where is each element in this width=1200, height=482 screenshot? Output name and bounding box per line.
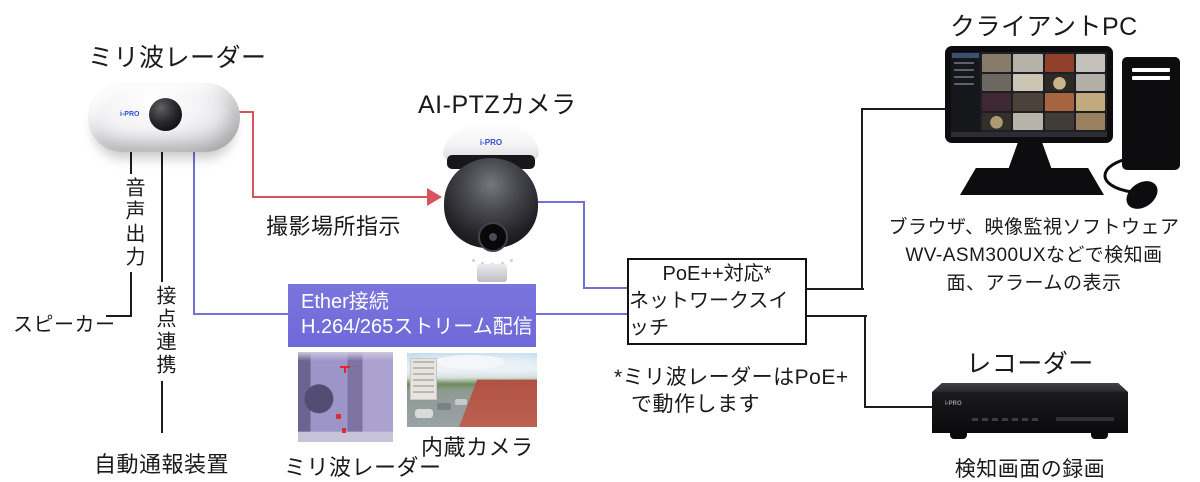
connector-switch-pc-line	[861, 109, 863, 290]
speaker-label: スピーカー	[13, 314, 116, 336]
monitor-grid	[982, 54, 1105, 130]
connector-switch-recorder-line	[806, 315, 867, 317]
monitor-stand	[1008, 143, 1052, 168]
radar-detection-marker-icon	[342, 428, 346, 433]
switch-footnote-line1: *ミリ波レーダーはPoE+	[614, 366, 849, 389]
instruction-label: 撮影場所指示	[266, 214, 402, 239]
connector-switch-pc-line	[861, 108, 950, 110]
radar-lens-icon	[149, 98, 182, 131]
switch-footnote-line2: で動作します	[631, 393, 760, 416]
builtin-camera-thumbnail	[407, 353, 537, 427]
pc-caption-line2: WV-ASM300UXなどで検知画	[905, 245, 1163, 266]
camera-thumbnail-cell	[982, 73, 1012, 91]
connector-switch-recorder-line	[864, 315, 866, 408]
camera-thumbnail-cell	[1075, 73, 1105, 91]
camera-thumbnail-cell	[1044, 54, 1074, 72]
recorder-foot	[1091, 431, 1108, 439]
connector-audio-line	[130, 150, 132, 174]
camera-thumbnail-cell	[1013, 112, 1043, 130]
connector-instruction-line	[238, 111, 254, 113]
vms-statusbar	[951, 132, 1107, 137]
contact-link-label: 接点連携	[153, 285, 175, 377]
camera-lens-icon	[478, 222, 508, 252]
connector-audio-line	[130, 272, 132, 317]
recorder-device-image: i-PRO	[932, 383, 1128, 433]
connector-radar-ethernet-line	[193, 150, 195, 315]
connector-switch-recorder-line	[864, 406, 935, 408]
connector-contact-line	[161, 150, 163, 282]
tower-drive-slot	[1132, 68, 1170, 72]
pc-tower	[1122, 57, 1180, 170]
auto-report-label: 自動通報装置	[94, 452, 230, 477]
vms-sidebar	[951, 52, 980, 137]
car-shape	[437, 403, 451, 410]
camera-thumbnail-cell	[1013, 93, 1043, 111]
camera-thumbnail-cell	[982, 54, 1012, 72]
recorder-vent	[1056, 417, 1114, 421]
radar-device-image: i-PRO	[88, 83, 240, 152]
switch-box-line1: PoE++対応*	[662, 263, 772, 285]
arrow-head-icon	[427, 188, 442, 206]
camera-thumbnail-label: 内蔵カメラ	[421, 435, 534, 460]
monitor-base	[960, 168, 1104, 195]
camera-thumbnail-cell	[1044, 112, 1074, 130]
camera-thumbnail-cell	[1044, 93, 1074, 111]
camera-thumbnail-cell	[1013, 54, 1043, 72]
switch-box-line2: ネットワークスイッチ	[629, 290, 789, 339]
monitor-screen	[951, 52, 1107, 137]
ipro-logo: i-PRO	[120, 111, 140, 118]
network-switch-box: PoE++対応* ネットワークスイッチ	[627, 258, 807, 345]
cloud-shape	[435, 355, 505, 369]
recorder-caption: 検知画面の録画	[954, 458, 1106, 481]
client-pc-caption: ブラウザ、映像監視ソフトウェア WV-ASM300UXなどで検知画 面、アラーム…	[868, 214, 1200, 298]
ether-stream-box: Ether接続 H.264/265ストリーム配信	[288, 284, 536, 347]
radar-view-thumbnail	[298, 352, 393, 442]
camera-thumbnail-cell	[1075, 54, 1105, 72]
pc-caption-line1: ブラウザ、映像監視ソフトウェア	[888, 217, 1180, 238]
camera-thumbnail-cell	[1044, 73, 1074, 91]
camera-lens-highlight	[489, 233, 497, 241]
camera-title: AI-PTZカメラ	[418, 91, 577, 119]
connector-camera-ethernet-line	[535, 201, 585, 203]
ipro-logo: i-PRO	[479, 138, 503, 147]
radar-title: ミリ波レーダー	[88, 44, 267, 72]
car-shape	[415, 409, 433, 418]
car-shape	[455, 399, 467, 405]
camera-thumbnail-cell	[982, 93, 1012, 111]
client-pc-title: クライアントPC	[950, 13, 1138, 41]
camera-thumbnail-cell	[1075, 112, 1105, 130]
recorder-buttons	[972, 418, 1042, 421]
monitor-image	[945, 46, 1113, 143]
ether-box-line2: H.264/265ストリーム配信	[301, 316, 533, 338]
connector-switch-pc-line	[806, 288, 864, 290]
radar-thumbnail-label: ミリ波レーダー	[284, 455, 442, 480]
vms-camera-tree	[954, 62, 974, 88]
radar-target-marker-icon	[340, 366, 350, 373]
ptz-camera-image: i-PRO	[443, 122, 539, 282]
radar-detection-marker-icon	[336, 414, 341, 419]
audio-output-label: 音声出力	[122, 177, 144, 269]
camera-dome	[444, 158, 538, 282]
pc-caption-line3: 面、アラームの表示	[946, 273, 1122, 294]
connector-instruction-line	[252, 111, 254, 198]
connector-camera-ethernet-line	[583, 287, 629, 289]
tower-drive-slot	[1132, 76, 1170, 80]
connector-audio-line	[106, 315, 132, 317]
ipro-logo: i-PRO	[945, 401, 962, 407]
building-shape	[410, 358, 437, 400]
connector-contact-line	[161, 381, 163, 433]
camera-thumbnail-cell	[1075, 93, 1105, 111]
camera-thumbnail-cell	[982, 112, 1012, 130]
camera-ir-leds	[472, 259, 475, 262]
recorder-title: レコーダー	[966, 350, 1094, 378]
camera-column	[477, 264, 507, 282]
recorder-foot	[950, 431, 967, 439]
connector-camera-ethernet-line	[583, 201, 585, 289]
connector-instruction-line	[252, 196, 429, 198]
vms-sidebar-header	[952, 53, 979, 58]
ether-box-line1: Ether接続	[301, 291, 389, 313]
camera-thumbnail-cell	[1013, 73, 1043, 91]
